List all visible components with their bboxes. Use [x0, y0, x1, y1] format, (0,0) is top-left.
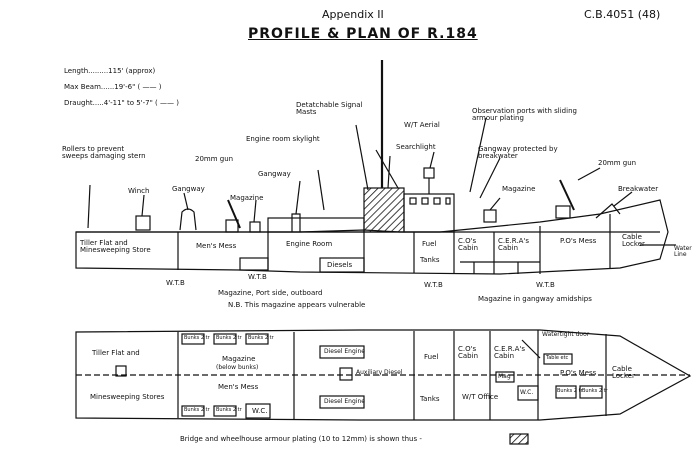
signal-masts-label: Detatchable Signal Masts: [296, 101, 363, 116]
breakwater-label: Breakwater: [618, 185, 659, 193]
armour-note: Bridge and wheelhouse armour plating (10…: [180, 435, 422, 443]
gun-aft-label: 20mm gun: [195, 155, 234, 163]
plan-magazine-sub: (below bunks): [216, 364, 259, 371]
plan-aux-diesel: Auxiliary Diesel: [356, 369, 403, 376]
plan-bunks-b: Bunks 2 tr: [216, 335, 242, 341]
plan-watertight-door: Watertight door: [542, 331, 590, 338]
plan-bunks-d: Bunks 2 tr: [184, 407, 210, 413]
plan-magazine: Magazine: [222, 355, 256, 363]
searchlight-label: Searchlight: [396, 143, 436, 151]
plan-table: Table etc: [546, 355, 569, 361]
pos-mess-label: P.O's Mess: [560, 237, 597, 245]
reference-number: C.B.4051 (48): [584, 8, 661, 21]
water-line-label: Water Line: [674, 245, 692, 258]
wt-aerial-label: W/T Aerial: [404, 121, 440, 129]
plan-wt-office: W/T Office: [462, 393, 499, 401]
rollers-label: Rollers to prevent sweeps damaging stern: [62, 145, 146, 160]
spec-beam: Max Beam......19'-6" ( —— ): [64, 83, 162, 91]
diesels-label: Diesels: [327, 261, 353, 269]
magazine-fwd-label: Magazine: [502, 185, 536, 193]
magazine-gangway-note: Magazine in gangway amidships: [478, 295, 592, 303]
co-cabin-label: C.O's Cabin: [458, 237, 479, 252]
plan-mag: Mag: [498, 373, 511, 380]
gun-fwd-label: 20mm gun: [598, 159, 637, 167]
gangway-aft-label: Gangway: [172, 185, 205, 193]
tiller-flat-label: Tiller Flat and Minesweeping Store: [80, 239, 151, 254]
winch-label: Winch: [128, 187, 150, 195]
mens-mess-label: Men's Mess: [196, 242, 237, 250]
plan-cera-cabin: C.E.R.A's Cabin: [494, 345, 525, 360]
magazine-note: Magazine, Port side, outboard: [218, 289, 323, 297]
gangway-protected-label: Gangway protected by breakwater: [478, 145, 558, 160]
plan-bunks-fwd-1: Bunks 2 tr: [557, 388, 583, 394]
plan-bunks-a: Bunks 2 tr: [184, 335, 210, 341]
page-title: PROFILE & PLAN OF R.184: [248, 26, 478, 42]
plan-tanks: Tanks: [420, 395, 440, 403]
tanks-label: Tanks: [420, 256, 440, 264]
wtb-label-2: W.T.B: [248, 273, 267, 281]
plan-diesel-1: Diesel Engine: [324, 348, 365, 355]
fuel-label: Fuel: [422, 240, 437, 248]
plan-fuel: Fuel: [424, 353, 439, 361]
plan-bunks-fwd-2: Bunks 2 tr: [582, 388, 608, 394]
plan-cable-locker: Cable Locker: [612, 365, 635, 380]
wtb-label-4: W.T.B: [536, 281, 555, 289]
engine-room-label: Engine Room: [286, 240, 333, 248]
cable-locker-label: Cable Locker: [622, 233, 645, 248]
nb-note: N.B. This magazine appears vulnerable: [228, 301, 366, 309]
plan-tiller-flat: Tiller Flat and: [92, 349, 140, 357]
plan-bunks-c: Bunks 2 tr: [248, 335, 274, 341]
plan-co-cabin: C.O's Cabin: [458, 345, 479, 360]
plan-wc-fwd: W.C.: [520, 389, 534, 396]
magazine-aft-label: Magazine: [230, 194, 264, 202]
gangway-mid-label: Gangway: [258, 170, 291, 178]
plan-hull: [75, 329, 692, 421]
cera-cabin-label: C.E.R.A's Cabin: [498, 237, 529, 252]
engine-skylight-label: Engine room skylight: [246, 135, 320, 143]
wtb-label-3: W.T.B: [424, 281, 443, 289]
plan-mens-mess: Men's Mess: [218, 383, 259, 391]
plan-bunks-e: Bunks 2 tr: [216, 407, 242, 413]
plan-diesel-2: Diesel Engine: [324, 398, 365, 405]
spec-draught: Draught.....4'-11" to 5'-7" ( —— ): [64, 99, 179, 107]
plan-wc-aft: W.C.: [252, 407, 268, 415]
bridge-armour: [363, 187, 405, 233]
wtb-label-1: W.T.B: [166, 279, 185, 287]
observation-ports-label: Observation ports with sliding armour pl…: [472, 107, 577, 122]
plan-minesweeping: Minesweeping Stores: [90, 393, 165, 401]
plan-pos-mess: P.O's Mess: [560, 369, 597, 377]
appendix-label: Appendix II: [322, 8, 384, 21]
spec-length: Length.........115' (approx): [64, 67, 156, 75]
